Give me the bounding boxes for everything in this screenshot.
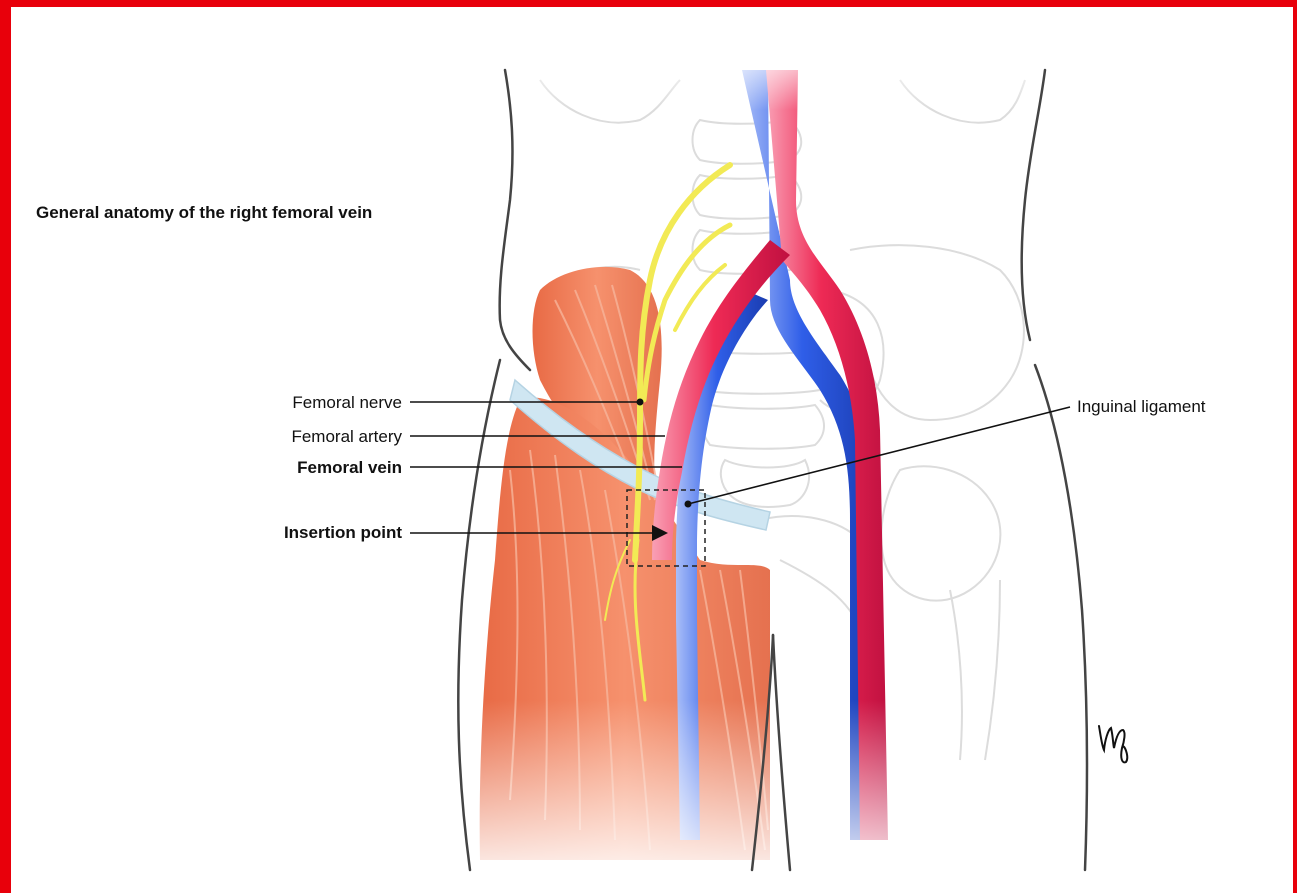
label-femoral-vein: Femoral vein [142, 458, 402, 478]
inguinal-ligament-pointer-dot [685, 501, 692, 508]
label-femoral-nerve: Femoral nerve [142, 393, 402, 413]
label-femoral-artery: Femoral artery [142, 427, 402, 447]
label-insertion-point: Insertion point [142, 523, 402, 543]
label-inguinal-ligament: Inguinal ligament [1077, 397, 1206, 417]
femoral-nerve-pointer-dot [637, 399, 644, 406]
diagram-title: General anatomy of the right femoral vei… [36, 203, 372, 223]
illustrator-signature-mark [1096, 718, 1136, 768]
